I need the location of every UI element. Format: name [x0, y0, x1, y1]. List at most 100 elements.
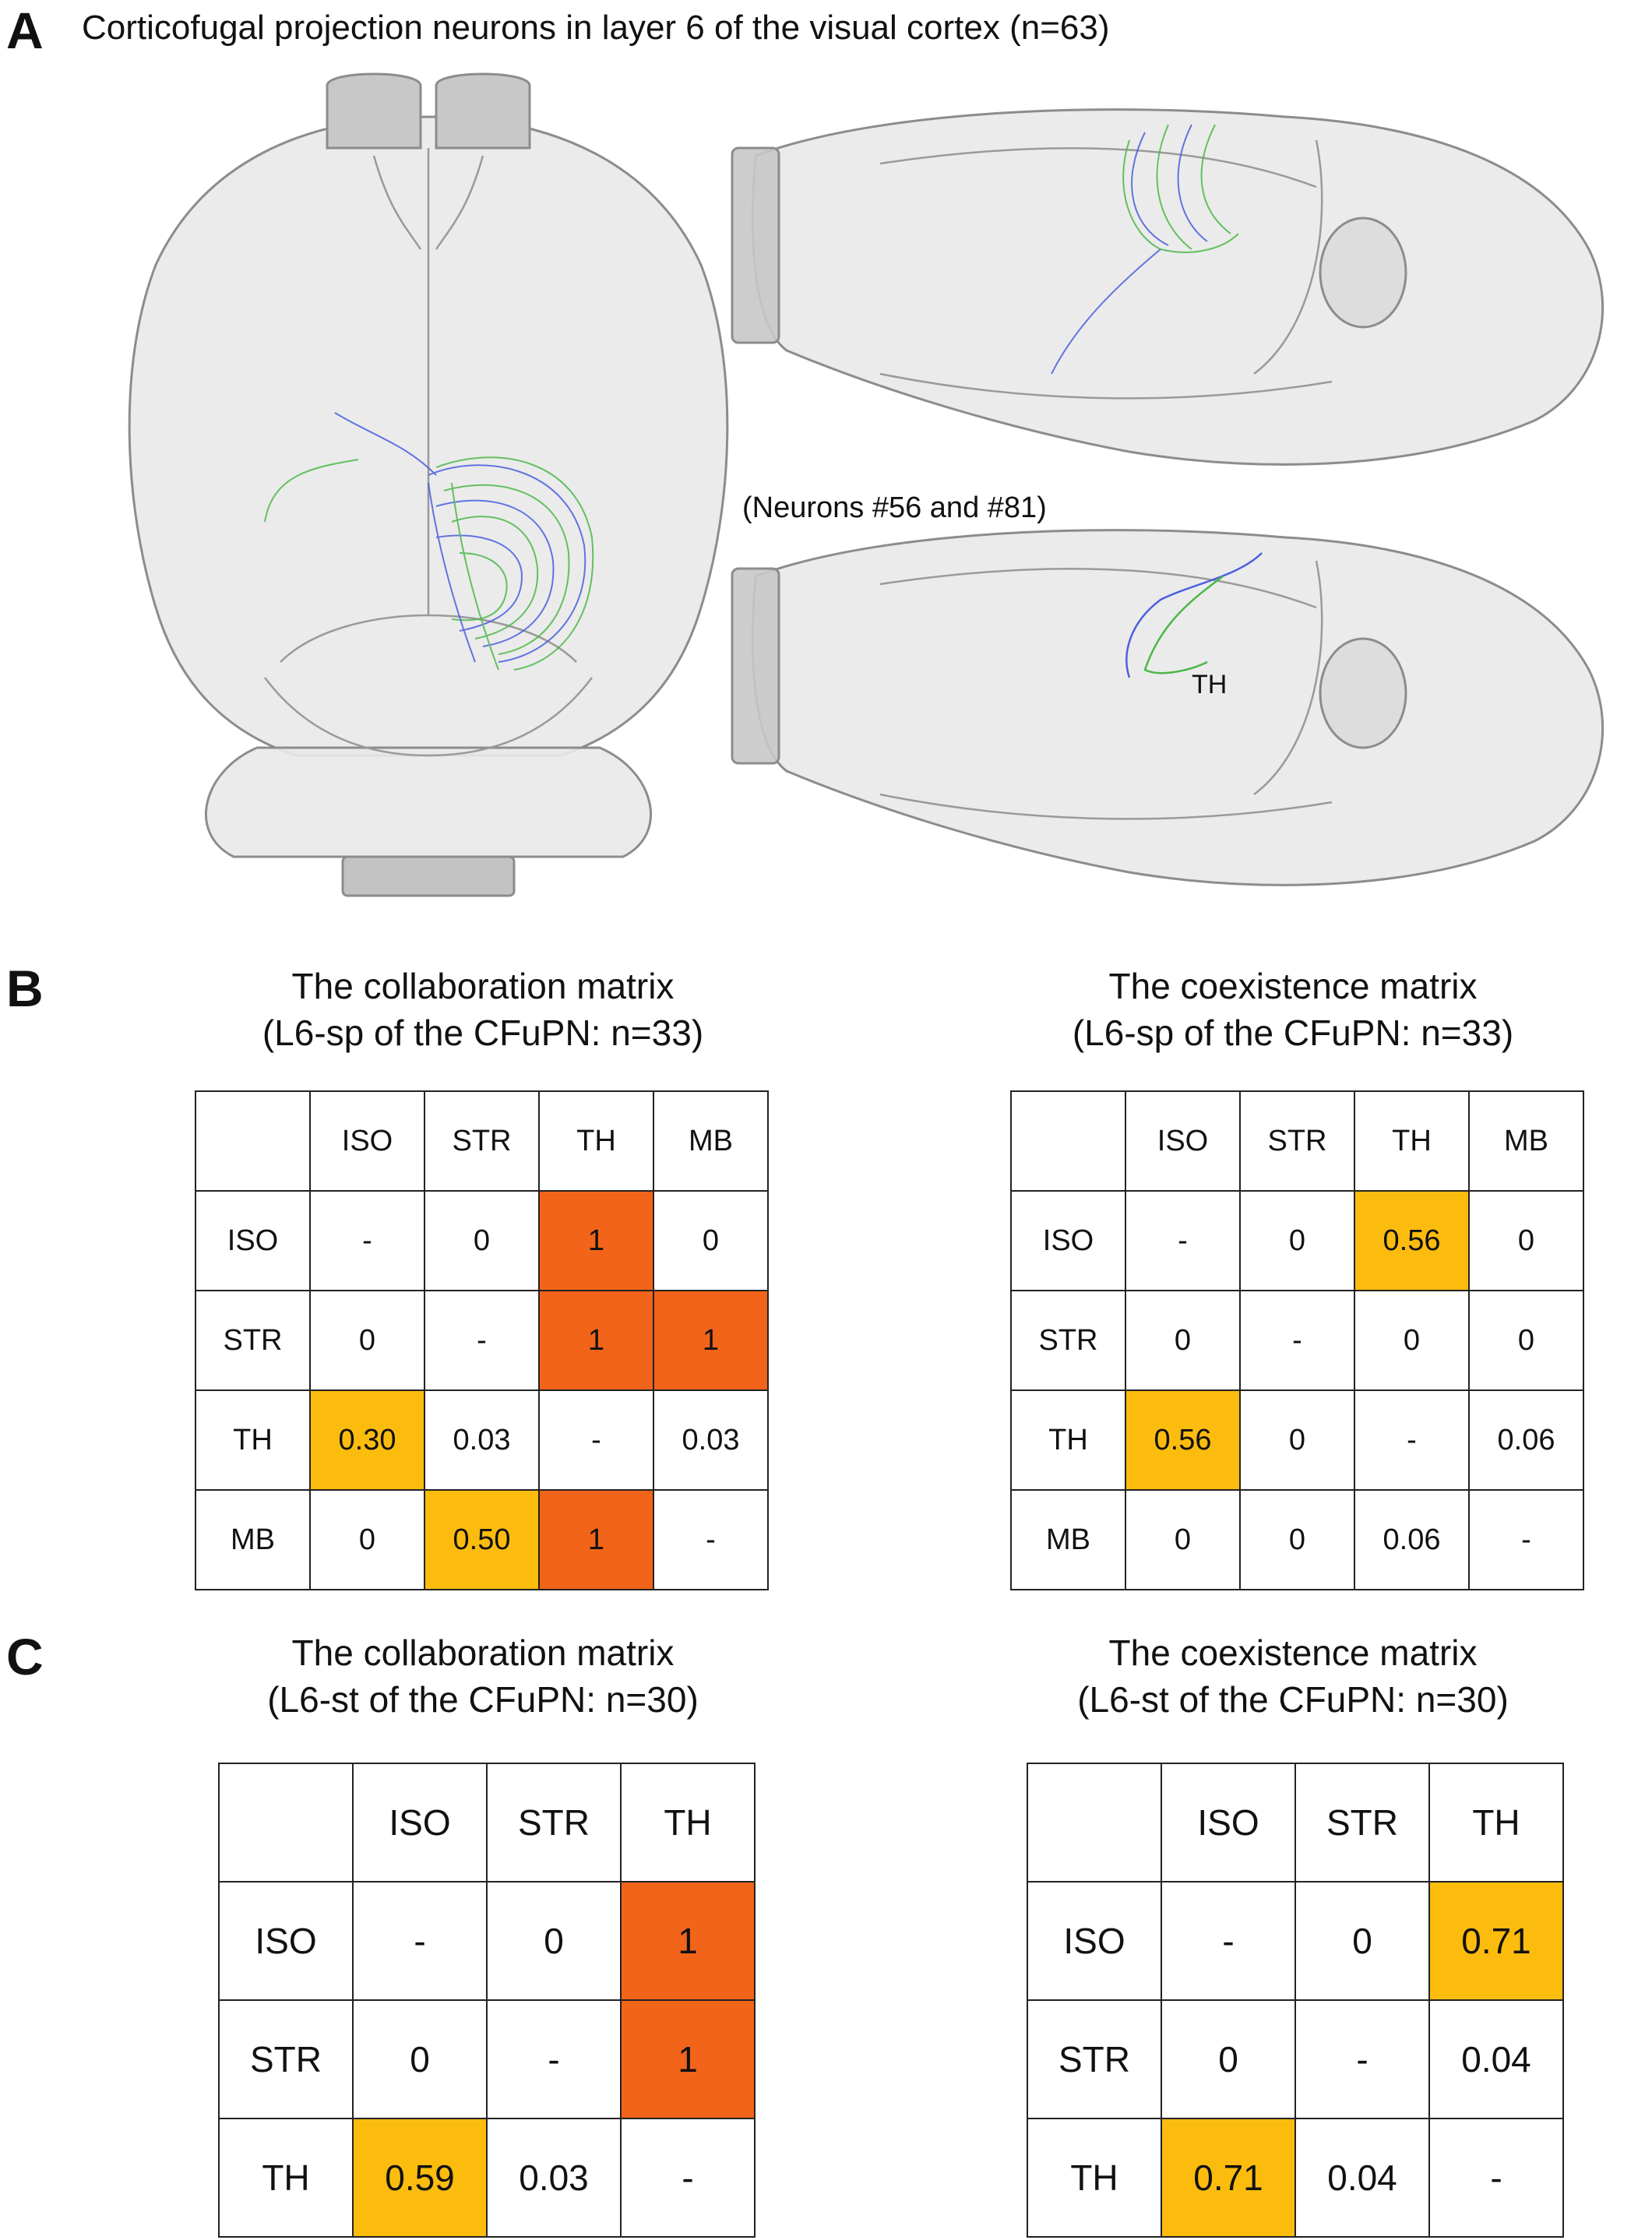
- row-label: ISO: [195, 1190, 311, 1291]
- header-cell: ISO: [309, 1090, 425, 1192]
- row-label: ISO: [1027, 1881, 1162, 2001]
- panel-c-left-heading: The collaboration matrix (L6-st of the C…: [195, 1629, 771, 1723]
- matrix-cell: 1: [620, 1881, 756, 2001]
- matrix-cell: -: [538, 1389, 654, 1491]
- matrix-cell: -: [1294, 1999, 1430, 2119]
- matrix-cell: 0.04: [1294, 2118, 1430, 2238]
- matrix-cell: -: [424, 1290, 540, 1391]
- panel-c-right-heading: The coexistence matrix (L6-st of the CFu…: [1005, 1629, 1581, 1723]
- matrix-cell: 0.03: [424, 1389, 540, 1491]
- header-cell: STR: [424, 1090, 540, 1192]
- header-cell: STR: [486, 1763, 622, 1883]
- matrix-cell: 0.04: [1428, 1999, 1564, 2119]
- collaboration-matrix-l6sp: ISO STR TH MB ISO - 0 1 0 STR 0 - 1 1 TH…: [195, 1090, 769, 1590]
- brain-dorsal-view: [128, 72, 729, 897]
- th-region-label: TH: [1192, 670, 1228, 699]
- matrix-cell: 0: [1239, 1489, 1355, 1590]
- header-cell: MB: [1468, 1090, 1584, 1192]
- matrix-cell: -: [1354, 1389, 1470, 1491]
- matrix-cell: 1: [538, 1290, 654, 1391]
- panel-b-left-subtitle: (L6-sp of the CFuPN: n=33): [262, 1013, 704, 1053]
- matrix-cell: -: [620, 2118, 756, 2238]
- header-cell: [218, 1763, 354, 1883]
- row-label: ISO: [1010, 1190, 1126, 1291]
- header-cell: ISO: [1125, 1090, 1241, 1192]
- matrix-cell: -: [309, 1190, 425, 1291]
- brain-lateral-view-all: [731, 108, 1604, 466]
- header-cell: [1027, 1763, 1162, 1883]
- header-cell: TH: [1354, 1090, 1470, 1192]
- matrix-cell: 0: [309, 1290, 425, 1391]
- matrix-cell: 0: [309, 1489, 425, 1590]
- matrix-cell: -: [653, 1489, 769, 1590]
- matrix-cell: -: [1468, 1489, 1584, 1590]
- header-cell: ISO: [1161, 1763, 1296, 1883]
- matrix-cell: 0.50: [424, 1489, 540, 1590]
- matrix-cell: 0: [1239, 1190, 1355, 1291]
- matrix-cell: 0: [1125, 1489, 1241, 1590]
- matrix-cell: 0: [424, 1190, 540, 1291]
- matrix-cell: 0.71: [1428, 1881, 1564, 2001]
- matrix-cell: 0: [1468, 1190, 1584, 1291]
- matrix-cell: 0.03: [653, 1389, 769, 1491]
- collaboration-matrix-l6st: ISO STR TH ISO - 0 1 STR 0 - 1 TH 0.59 0…: [218, 1763, 756, 2238]
- coexistence-matrix-l6sp: ISO STR TH MB ISO - 0 0.56 0 STR 0 - 0 0…: [1010, 1090, 1584, 1590]
- panel-b-left-heading: The collaboration matrix (L6-sp of the C…: [195, 963, 771, 1056]
- panel-c-left-title: The collaboration matrix: [291, 1632, 675, 1673]
- row-label: TH: [1027, 2118, 1162, 2238]
- row-label: ISO: [218, 1881, 354, 2001]
- matrix-cell: 0.06: [1354, 1489, 1470, 1590]
- matrix-cell: -: [1125, 1190, 1241, 1291]
- header-cell: MB: [653, 1090, 769, 1192]
- header-cell: TH: [1428, 1763, 1564, 1883]
- matrix-cell: -: [486, 1999, 622, 2119]
- matrix-cell: 1: [620, 1999, 756, 2119]
- matrix-cell: 0: [1125, 1290, 1241, 1391]
- header-cell: [1010, 1090, 1126, 1192]
- matrix-cell: 0: [486, 1881, 622, 2001]
- matrix-cell: 0.03: [486, 2118, 622, 2238]
- matrix-cell: 1: [538, 1489, 654, 1590]
- panel-a-title: Corticofugal projection neurons in layer…: [82, 9, 1110, 47]
- matrix-cell: 0.71: [1161, 2118, 1296, 2238]
- panel-b-right-heading: The coexistence matrix (L6-sp of the CFu…: [1005, 963, 1581, 1056]
- brain-lateral-view-selected: [731, 529, 1604, 886]
- panel-a-letter: A: [6, 2, 44, 59]
- header-cell: ISO: [352, 1763, 488, 1883]
- panel-c-right-title: The coexistence matrix: [1108, 1632, 1478, 1673]
- matrix-cell: -: [1428, 2118, 1564, 2238]
- row-label: STR: [1027, 1999, 1162, 2119]
- panel-c-left-subtitle: (L6-st of the CFuPN: n=30): [267, 1679, 699, 1720]
- panel-b-left-title: The collaboration matrix: [291, 966, 675, 1006]
- matrix-cell: 0: [653, 1190, 769, 1291]
- matrix-cell: -: [1239, 1290, 1355, 1391]
- row-label: MB: [1010, 1489, 1126, 1590]
- matrix-cell: 1: [538, 1190, 654, 1291]
- panel-a-subtitle: (Neurons #56 and #81): [742, 491, 1047, 524]
- matrix-cell: 0: [1239, 1389, 1355, 1491]
- panel-c-right-subtitle: (L6-st of the CFuPN: n=30): [1077, 1679, 1509, 1720]
- matrix-cell: -: [1161, 1881, 1296, 2001]
- matrix-cell: -: [352, 1881, 488, 2001]
- matrix-cell: 0: [1354, 1290, 1470, 1391]
- panel-c-letter: C: [6, 1628, 44, 1685]
- matrix-cell: 0.30: [309, 1389, 425, 1491]
- panel-b-right-subtitle: (L6-sp of the CFuPN: n=33): [1072, 1013, 1514, 1053]
- matrix-cell: 0: [1468, 1290, 1584, 1391]
- matrix-cell: 0: [1161, 1999, 1296, 2119]
- matrix-cell: 0.06: [1468, 1389, 1584, 1491]
- header-cell: TH: [620, 1763, 756, 1883]
- row-label: STR: [195, 1290, 311, 1391]
- row-label: STR: [1010, 1290, 1126, 1391]
- matrix-cell: 1: [653, 1290, 769, 1391]
- row-label: STR: [218, 1999, 354, 2119]
- row-label: MB: [195, 1489, 311, 1590]
- panel-b-right-title: The coexistence matrix: [1108, 966, 1478, 1006]
- row-label: TH: [1010, 1389, 1126, 1491]
- coexistence-matrix-l6st: ISO STR TH ISO - 0 0.71 STR 0 - 0.04 TH …: [1027, 1763, 1564, 2238]
- matrix-cell: 0.56: [1125, 1389, 1241, 1491]
- header-cell: STR: [1239, 1090, 1355, 1192]
- row-label: TH: [195, 1389, 311, 1491]
- header-cell: [195, 1090, 311, 1192]
- matrix-cell: 0: [352, 1999, 488, 2119]
